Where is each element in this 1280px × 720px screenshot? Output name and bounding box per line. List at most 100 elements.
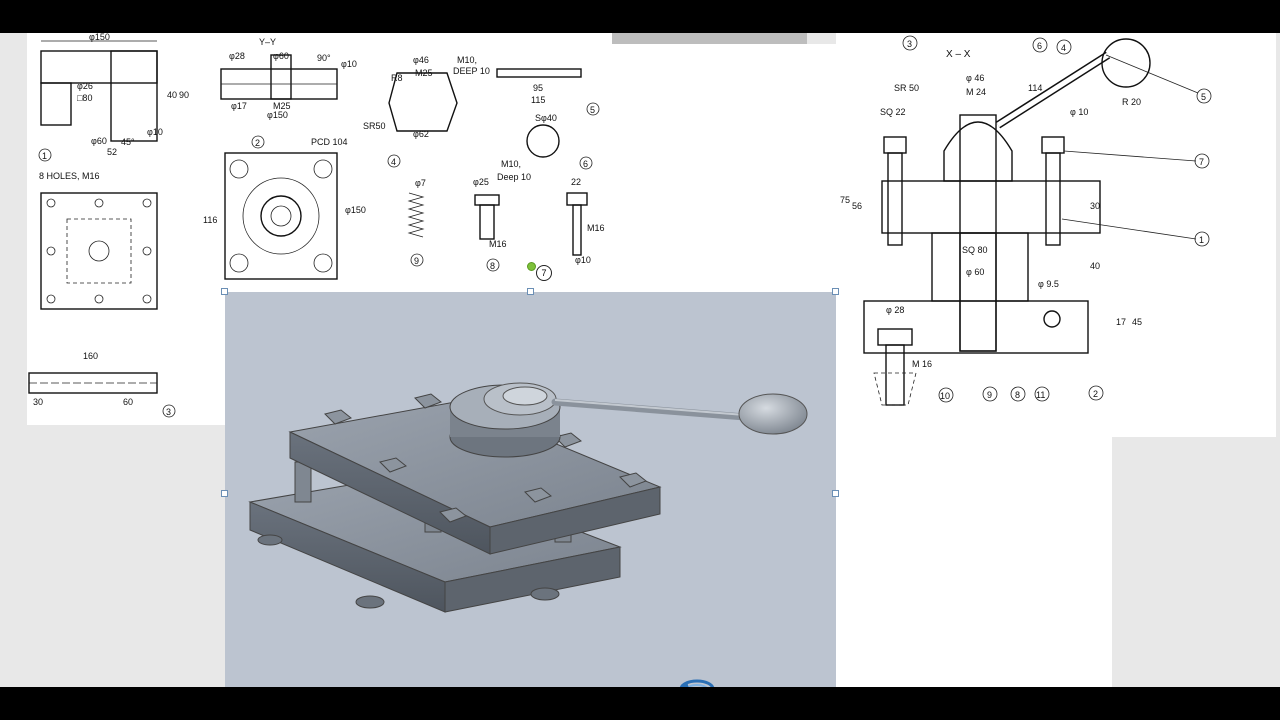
part2-yy-section: Y–Y φ28 φ60 90° φ10 φ17 M25 φ150 2 bbox=[220, 37, 357, 149]
resize-handle-right[interactable] bbox=[832, 490, 839, 497]
dim-phi25: φ25 bbox=[473, 177, 489, 187]
callout-7-overlay: 7 bbox=[536, 265, 552, 281]
part9-spring: φ7 9 bbox=[407, 178, 426, 267]
callout-r-9: 9 bbox=[987, 390, 992, 400]
part8-screw: φ25 M16 8 bbox=[473, 177, 507, 272]
xx-section-title: X – X bbox=[946, 49, 971, 60]
callout-2: 2 bbox=[255, 138, 260, 148]
dim-phi28-r: φ 28 bbox=[886, 305, 904, 315]
dim-sr50-r: SR 50 bbox=[894, 83, 919, 93]
dim-90deg: 90° bbox=[317, 53, 331, 63]
dim-phi10-yy: φ10 bbox=[341, 59, 357, 69]
assembly-section-image[interactable]: X – X φ 46 M bbox=[836, 33, 1276, 437]
dim-90: 90 bbox=[179, 90, 189, 100]
yy-section-title: Y–Y bbox=[259, 37, 276, 47]
dim-30: 30 bbox=[33, 397, 43, 407]
part2-plan-view: PCD 104 116 φ150 bbox=[203, 137, 366, 280]
dim-phi9-5: φ 9.5 bbox=[1038, 279, 1059, 289]
dim-17: 17 bbox=[1116, 317, 1126, 327]
dim-114: 114 bbox=[1028, 83, 1042, 93]
dim-deep10: DEEP 10 bbox=[453, 66, 490, 76]
part1-section-view: φ150 φ26 □80 φ60 52 45° φ10 40 90 1 bbox=[38, 33, 189, 162]
dim-115: 115 bbox=[531, 95, 545, 105]
dim-r20: R 20 bbox=[1122, 97, 1141, 107]
dim-56: 56 bbox=[852, 201, 862, 211]
dim-phi7: φ7 bbox=[415, 178, 426, 188]
dim-phi62: φ62 bbox=[413, 129, 429, 139]
callout-r-6: 6 bbox=[1037, 41, 1042, 51]
dim-sphi40: Sφ40 bbox=[535, 113, 557, 123]
dim-phi28: φ28 bbox=[229, 51, 245, 61]
dim-95: 95 bbox=[533, 83, 543, 93]
slide-background bbox=[610, 44, 836, 293]
rotation-handle[interactable] bbox=[527, 262, 536, 271]
dim-m10: M10, bbox=[457, 55, 477, 65]
dim-phi10: φ10 bbox=[147, 127, 163, 137]
part3-pin: 160 30 60 3 bbox=[28, 351, 176, 418]
dim-116: 116 bbox=[203, 215, 217, 225]
dim-phi150-plan: φ150 bbox=[345, 205, 366, 215]
dim-m16-screw: M16 bbox=[489, 239, 507, 249]
resize-handle-left[interactable] bbox=[221, 490, 228, 497]
dim-m16-stud: M16 bbox=[587, 223, 605, 233]
dim-sq80: □80 bbox=[77, 93, 92, 103]
callout-r-3: 3 bbox=[907, 39, 912, 49]
resize-handle-top[interactable] bbox=[527, 288, 534, 295]
dim-phi150: φ150 bbox=[89, 33, 110, 42]
callout-r-1: 1 bbox=[1199, 235, 1204, 245]
lever-knob bbox=[738, 393, 808, 435]
dim-phi60: φ60 bbox=[91, 136, 107, 146]
callout-4: 4 bbox=[391, 157, 396, 167]
dim-m10-ball: M10, bbox=[501, 159, 521, 169]
dim-22: 22 bbox=[571, 177, 581, 187]
dim-m25: M25 bbox=[273, 101, 291, 111]
callout-r-5: 5 bbox=[1201, 92, 1206, 102]
dim-phi17: φ17 bbox=[231, 101, 247, 111]
callout-3: 3 bbox=[166, 407, 171, 417]
dim-phi26: φ26 bbox=[77, 81, 93, 91]
dim-phi10-r: φ 10 bbox=[1070, 107, 1088, 117]
dim-phi46: φ46 bbox=[413, 55, 429, 65]
callout-6: 6 bbox=[583, 159, 588, 169]
callout-9: 9 bbox=[414, 256, 419, 266]
label-pcd104: PCD 104 bbox=[311, 137, 348, 147]
callout-r-7: 7 bbox=[1199, 157, 1204, 167]
part7-stud: 22 M16 φ10 bbox=[566, 177, 605, 265]
callout-8: 8 bbox=[490, 261, 495, 271]
dim-60: 60 bbox=[123, 397, 133, 407]
callout-r-8: 8 bbox=[1015, 390, 1020, 400]
callout-1: 1 bbox=[42, 151, 47, 161]
dim-52: 52 bbox=[107, 147, 117, 157]
dim-m16-r: M 16 bbox=[912, 359, 932, 369]
callout-r-11: 11 bbox=[1036, 390, 1045, 400]
callout-r-10: 10 bbox=[940, 391, 950, 401]
dim-sr50: SR50 bbox=[363, 121, 386, 131]
slide-white-area bbox=[836, 437, 1112, 687]
dim-sq80: SQ 80 bbox=[962, 245, 988, 255]
dim-r8: R8 bbox=[391, 73, 403, 83]
dim-phi150-yy: φ150 bbox=[267, 110, 288, 120]
callout-5: 5 bbox=[590, 105, 595, 115]
part4-view: φ46 M10, DEEP 10 R8 M25 SR50 φ62 4 bbox=[363, 55, 490, 168]
rotate-icon[interactable] bbox=[677, 677, 717, 687]
dim-phi60-r: φ 60 bbox=[966, 267, 984, 277]
dim-m25-p4: M25 bbox=[415, 68, 433, 78]
dim-m24: M 24 bbox=[966, 87, 986, 97]
callout-r-4: 4 bbox=[1061, 43, 1066, 53]
dim-45: 45 bbox=[1132, 317, 1142, 327]
label-8-holes: 8 HOLES, M16 bbox=[39, 171, 100, 181]
dim-sq22: SQ 22 bbox=[880, 107, 906, 117]
part6-ball: Sφ40 M10, Deep 10 6 bbox=[497, 113, 593, 182]
3d-model-image[interactable] bbox=[225, 292, 836, 687]
dim-160: 160 bbox=[83, 351, 98, 361]
dim-phi10-stud: φ10 bbox=[575, 255, 591, 265]
dim-75: 75 bbox=[840, 195, 850, 205]
lever-rod bbox=[551, 398, 749, 421]
dim-deep10-ball: Deep 10 bbox=[497, 172, 531, 182]
dim-40: 40 bbox=[167, 90, 177, 100]
resize-handle-top-left[interactable] bbox=[221, 288, 228, 295]
part1-plan-view: 8 HOLES, M16 bbox=[39, 171, 158, 310]
part5-rod: 95 115 5 bbox=[496, 68, 600, 116]
resize-handle-top-right[interactable] bbox=[832, 288, 839, 295]
document-workspace: φ150 φ26 □80 φ60 52 45° φ10 40 90 1 Y–Y … bbox=[0, 33, 1280, 687]
